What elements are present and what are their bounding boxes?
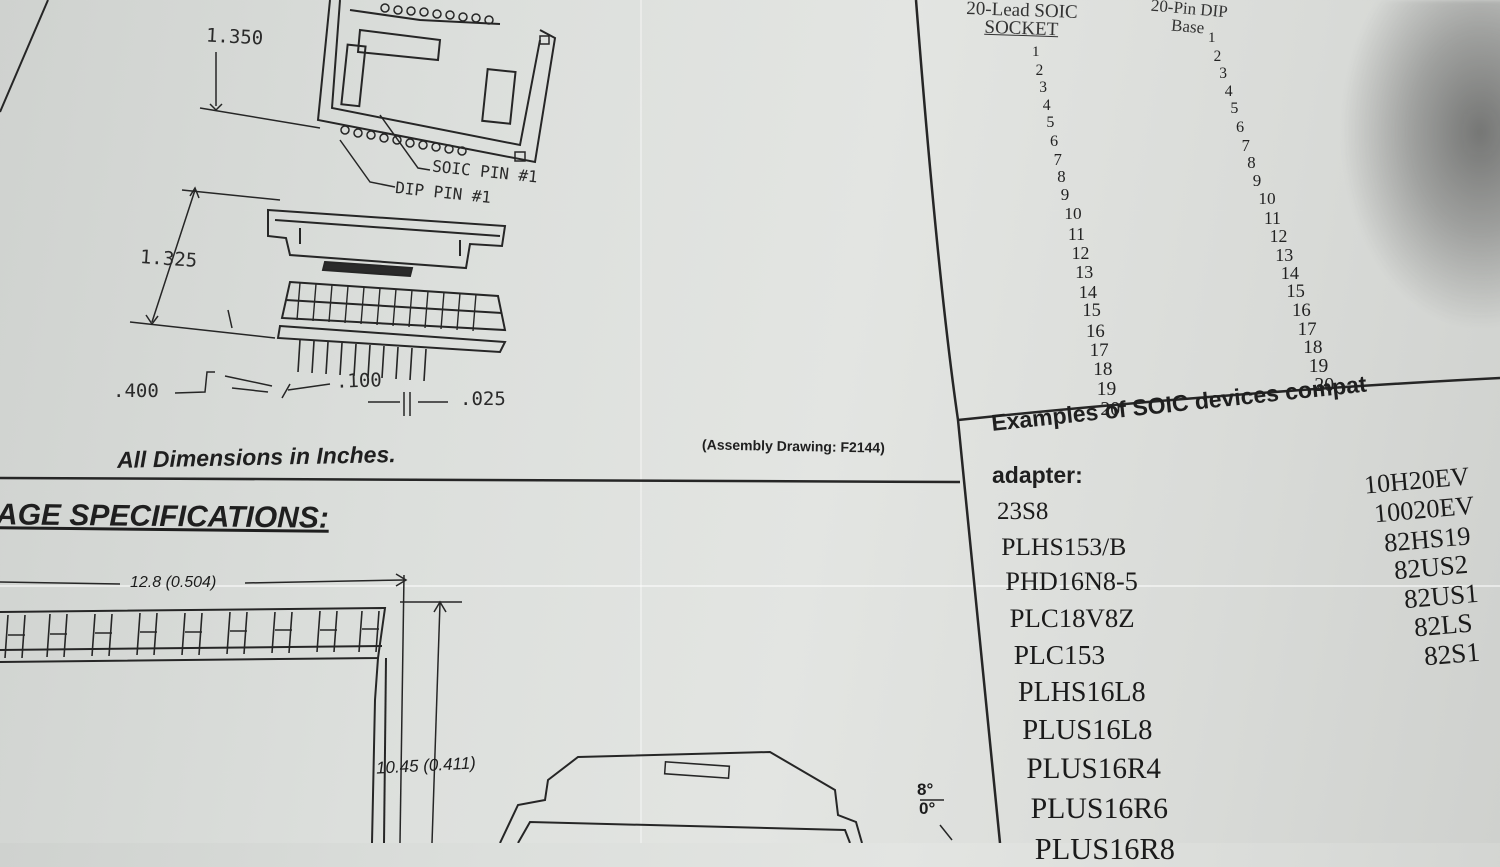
device-name: PLC153 [1013,639,1106,670]
socket-pin-number: 17 [1089,340,1109,361]
base-pin-number: 1 [1208,30,1216,46]
base-pin-number: 5 [1230,100,1239,118]
dim-height-mid: 1.325 [139,246,198,272]
base-pin-number: 18 [1303,337,1323,359]
socket-pin-number: 7 [1053,149,1062,169]
assembly-note: (Assembly Drawing: F2144) [701,436,885,456]
device-name: PLC18V8Z [1009,603,1135,634]
angle-bottom-label: 0° [919,799,936,818]
socket-pin-number: 20 [1100,398,1121,421]
socket-pin-number: 16 [1086,320,1105,342]
base-pin-number: 20 [1314,374,1335,397]
device-name: PLHS153/B [1001,532,1127,562]
socket-column-header: 20-Lead SOIC SOCKET [965,0,1078,40]
socket-pin-number: 5 [1046,114,1055,132]
angle-top-label: 8° [917,780,934,799]
base-pin-number: 7 [1241,135,1250,155]
package-width-dim: 12.8 (0.504) [130,574,217,591]
frame-horizontal-divider-left [0,476,961,484]
base-pin-number: 19 [1308,355,1329,377]
base-pin-number: 3 [1219,65,1227,83]
device-name: PLUS16L8 [1022,714,1153,746]
package-spec-heading: AGE SPECIFICATIONS: [0,498,329,535]
dim-100: .100 [335,369,383,393]
device-name: 82S1 [1422,636,1482,672]
base-pin-number: 11 [1264,207,1281,228]
base-pin-number: 16 [1292,300,1311,322]
socket-pin-number: 1 [1032,44,1040,60]
frame-corner-line [0,0,49,113]
device-name: PLUS16R6 [1030,792,1169,826]
socket-pin-number: 14 [1078,281,1098,302]
device-name: 23S8 [997,498,1049,525]
device-name: PLUS16R8 [1034,832,1175,867]
device-name: PLHS16L8 [1018,676,1146,708]
base-pin-number: 17 [1297,318,1317,340]
socket-pin-number: 19 [1096,378,1117,400]
base-pin-number: 4 [1224,82,1233,100]
dim-400: .400 [113,380,159,402]
base-pin-number: 14 [1280,263,1300,284]
socket-pin-number: 13 [1075,262,1094,283]
toner-smudge [1340,0,1500,330]
base-pin-number: 12 [1269,226,1288,247]
examples-subheading: adapter: [992,462,1083,488]
base-pin-number: 10 [1258,189,1276,209]
device-name: PHD16N8-5 [1005,567,1138,597]
base-pin-number: 6 [1236,118,1245,136]
device-name: PLUS16R4 [1026,753,1162,786]
base-pin-number: 8 [1247,153,1256,173]
socket-pin-number: 3 [1039,79,1047,97]
base-pin-number: 2 [1213,47,1222,65]
socket-pin-number: 9 [1060,184,1070,204]
dim-025: .025 [460,388,506,410]
drawing-linework [0,0,1500,843]
socket-pin-number: 6 [1050,132,1059,150]
socket-pin-number: 4 [1042,96,1051,114]
socket-pin-number: 12 [1071,243,1090,263]
frame-vertical-divider [914,0,1002,843]
socket-pin-number: 18 [1093,359,1113,381]
dim-height-top: 1.350 [205,24,264,50]
base-pin-number: 13 [1275,244,1294,265]
socket-pin-number: 15 [1082,301,1101,322]
base-pin-number: 15 [1286,281,1305,302]
socket-pin-number: 10 [1064,204,1082,224]
frame-horizontal-divider-right [957,376,1500,422]
base-column-header: 20-Pin DIP Base [1149,0,1228,39]
socket-pin-number: 8 [1057,167,1066,187]
base-pin-number: 9 [1252,170,1262,190]
socket-pin-number: 11 [1068,223,1085,244]
socket-pin-number: 2 [1035,61,1044,79]
